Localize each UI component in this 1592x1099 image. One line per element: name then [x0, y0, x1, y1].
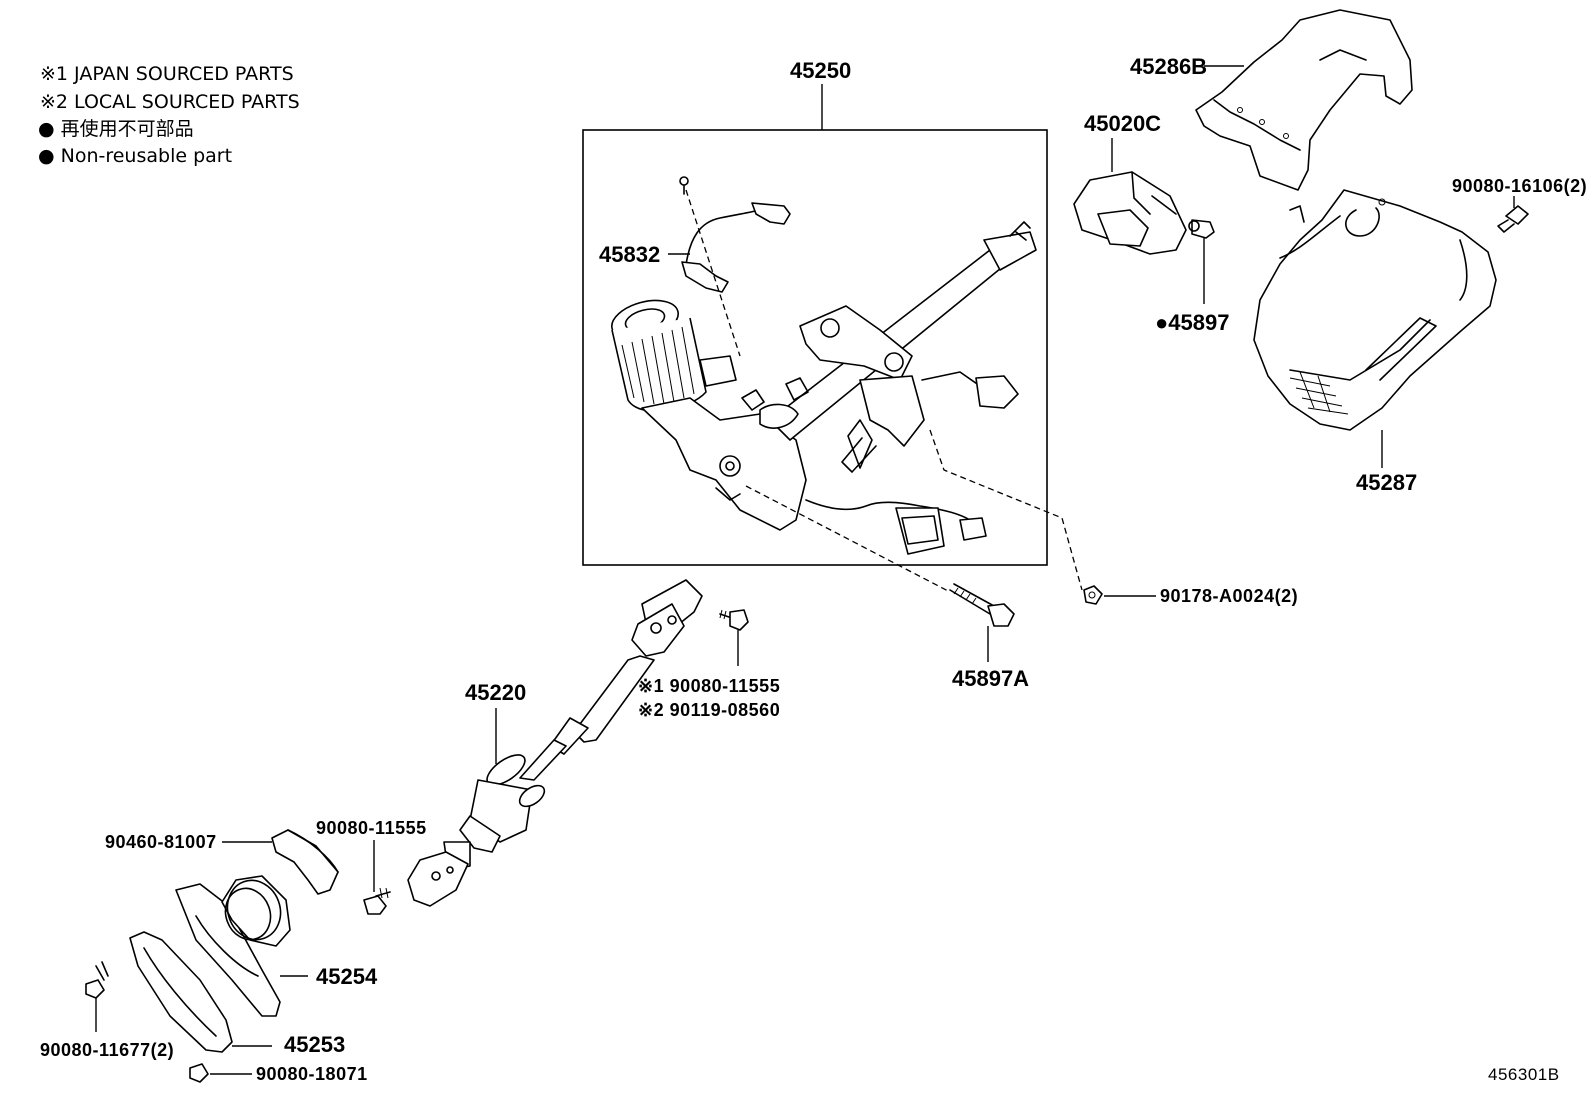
legend-non-reusable-jp: ● 再使用不可部品 [38, 118, 194, 140]
label-45220: 45220 [465, 680, 526, 705]
part-45897-pin [1188, 219, 1215, 239]
label-90080-11555-jp: ※1 90080-11555 [638, 676, 780, 696]
label-90178-A0024: 90178-A0024(2) [1160, 586, 1298, 606]
label-45832: 45832 [599, 242, 660, 267]
label-90080-11677: 90080-11677(2) [40, 1040, 174, 1060]
label-45897: ●45897 [1155, 310, 1229, 335]
label-90460-81007: 90460-81007 [105, 832, 217, 852]
steering-column-drawing: 45832 [599, 176, 1083, 593]
part-45020C [1073, 171, 1187, 255]
assembly-box-45250 [582, 129, 1048, 566]
label-45287: 45287 [1356, 470, 1417, 495]
part-45253-plate [129, 931, 233, 1053]
part-90460-81007-clamp [271, 829, 339, 895]
part-45254-boot [175, 875, 291, 1017]
legend: ※1 JAPAN SOURCED PARTS ※2 LOCAL SOURCED … [38, 63, 300, 167]
part-45220-intermediate-shaft [407, 579, 703, 907]
legend-non-reusable-en: ● Non-reusable part [38, 145, 232, 167]
label-45253: 45253 [284, 1032, 345, 1057]
part-90080-16106-bolt [1497, 205, 1529, 233]
legend-japan-sourced: ※1 JAPAN SOURCED PARTS [40, 63, 294, 85]
label-45020C: 45020C [1084, 111, 1161, 136]
part-45286B-upper-cover [1195, 9, 1413, 191]
part-90080-18071-nut [189, 1063, 209, 1083]
label-90119-08560: ※2 90119-08560 [638, 700, 780, 720]
part-90080-11555-bolt-lower [363, 887, 391, 915]
legend-local-sourced: ※2 LOCAL SOURCED PARTS [40, 91, 300, 113]
label-90080-16106: 90080-16106(2) [1452, 176, 1587, 196]
part-45287-lower-cover [1253, 189, 1497, 431]
label-45897A: 45897A [952, 666, 1029, 691]
label-45254: 45254 [316, 964, 378, 989]
label-90080-18071: 90080-18071 [256, 1064, 368, 1084]
label-45250: 45250 [790, 58, 851, 83]
part-90080-11677-bolt [85, 961, 109, 999]
figure-id: 456301B [1488, 1065, 1560, 1084]
part-90080-11555-bolt-upper [719, 609, 749, 631]
part-45897A-bolt [949, 583, 1015, 627]
label-90080-11555: 90080-11555 [316, 818, 427, 838]
part-90178-A0024-nut [1083, 585, 1103, 605]
label-45286B: 45286B [1130, 54, 1207, 79]
